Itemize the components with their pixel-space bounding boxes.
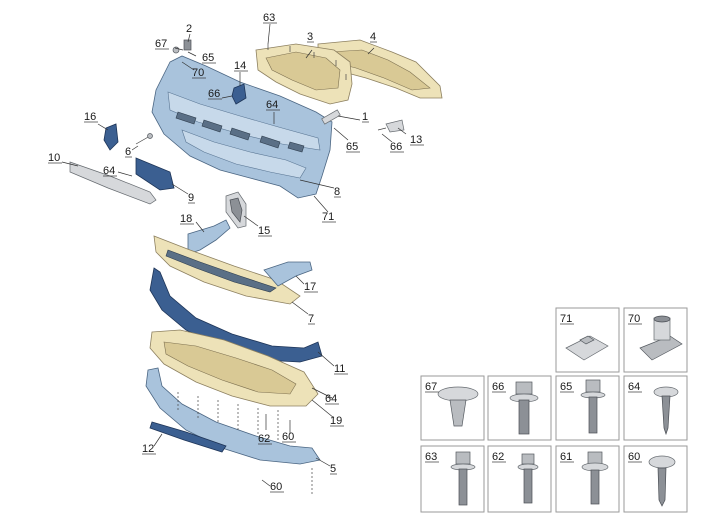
callout-11: 11: [334, 363, 345, 375]
callout-15: 15: [258, 225, 270, 237]
fastener-panel-61: 61: [555, 445, 620, 513]
part-9-bracket: [135, 157, 175, 191]
part-19-underbody-panel: [149, 329, 319, 407]
part-8-bumper-cover: [151, 55, 333, 199]
callout-60: 60: [270, 481, 282, 493]
part-6-pin: [135, 133, 153, 145]
callout-64c: 64: [325, 393, 337, 405]
callout-65: 67: [155, 38, 167, 50]
callout-1: 1: [362, 111, 368, 123]
part-1-insert: [321, 109, 341, 125]
callout-17: 17: [304, 281, 316, 293]
callout-19: 19: [330, 415, 342, 427]
callout-16: 16: [84, 111, 96, 123]
callout-70: 70: [192, 67, 204, 79]
svg-text:66: 66: [492, 381, 504, 393]
callout-18: 18: [180, 213, 192, 225]
callout-7: 7: [308, 313, 314, 325]
underbody-fastener-pins: [177, 392, 313, 494]
callout-64a: 64: [266, 99, 278, 111]
part-13-clip: [377, 119, 405, 133]
svg-text:64: 64: [628, 381, 640, 393]
callout-5: 5: [330, 463, 336, 475]
bracket-fastener-pins: [267, 44, 347, 80]
svg-text:61: 61: [560, 451, 572, 463]
callout-12: 12: [142, 443, 154, 455]
part-3-impact-bracket: [255, 43, 353, 105]
part-12-lower-strip: [149, 421, 227, 453]
callout-3: 3: [307, 31, 313, 43]
fastener-panel-63: 63: [420, 445, 485, 513]
svg-text:71: 71: [560, 313, 572, 325]
fastener-panel-64: 64: [623, 375, 688, 441]
callout-71: 71: [322, 211, 334, 223]
part-15-lamp-cover: [225, 191, 247, 229]
fastener-panel-71: 71: [555, 307, 620, 373]
callout-13: 13: [410, 134, 422, 146]
fastener-panel-62: 62: [487, 445, 552, 513]
callout-63b: 65: [346, 141, 358, 153]
fastener-panel-70: 70: [623, 307, 688, 373]
leader-lines: [61, 23, 407, 487]
svg-text:60: 60: [628, 451, 640, 463]
part-10-trim-strip: [69, 161, 157, 205]
part-5-skid-plate: [145, 367, 321, 465]
callout-14: 14: [234, 60, 246, 72]
fastener-panel-67: 67: [420, 375, 485, 441]
callout-61: 63: [263, 12, 275, 24]
fastener-panel-60: 60: [623, 445, 688, 513]
part-16-side-bracket: [103, 123, 119, 151]
fastener-panel-65: 65: [555, 375, 620, 441]
part-18-side-bracket: [187, 219, 231, 255]
svg-text:67: 67: [425, 381, 437, 393]
callout-10: 10: [48, 152, 60, 164]
callout-64b: 64: [103, 165, 115, 177]
part-14-bracket: [231, 83, 247, 105]
part-7-lower-grille: [153, 235, 301, 305]
callout-9: 9: [188, 192, 194, 204]
callout-2: 2: [186, 23, 192, 35]
callout-66b: 66: [390, 141, 402, 153]
callout-66a: 66: [208, 88, 220, 100]
svg-text:65: 65: [560, 381, 572, 393]
part-17-side-bracket: [263, 261, 313, 287]
part-11-lip-strip: [149, 267, 323, 363]
fastener-panel-66: 66: [487, 375, 552, 441]
callout-62: 62: [258, 433, 270, 445]
callout-labels: 2 67 65 70 63 3 4 14 66 64 1 65 13 66 16…: [48, 12, 424, 493]
callout-67: 60: [282, 431, 294, 443]
svg-text:70: 70: [628, 313, 640, 325]
svg-text:63: 63: [425, 451, 437, 463]
callout-6: 6: [125, 146, 131, 158]
callout-63a: 65: [202, 52, 214, 64]
callout-4: 4: [370, 31, 376, 43]
callout-8: 8: [334, 186, 340, 198]
svg-text:62: 62: [492, 451, 504, 463]
